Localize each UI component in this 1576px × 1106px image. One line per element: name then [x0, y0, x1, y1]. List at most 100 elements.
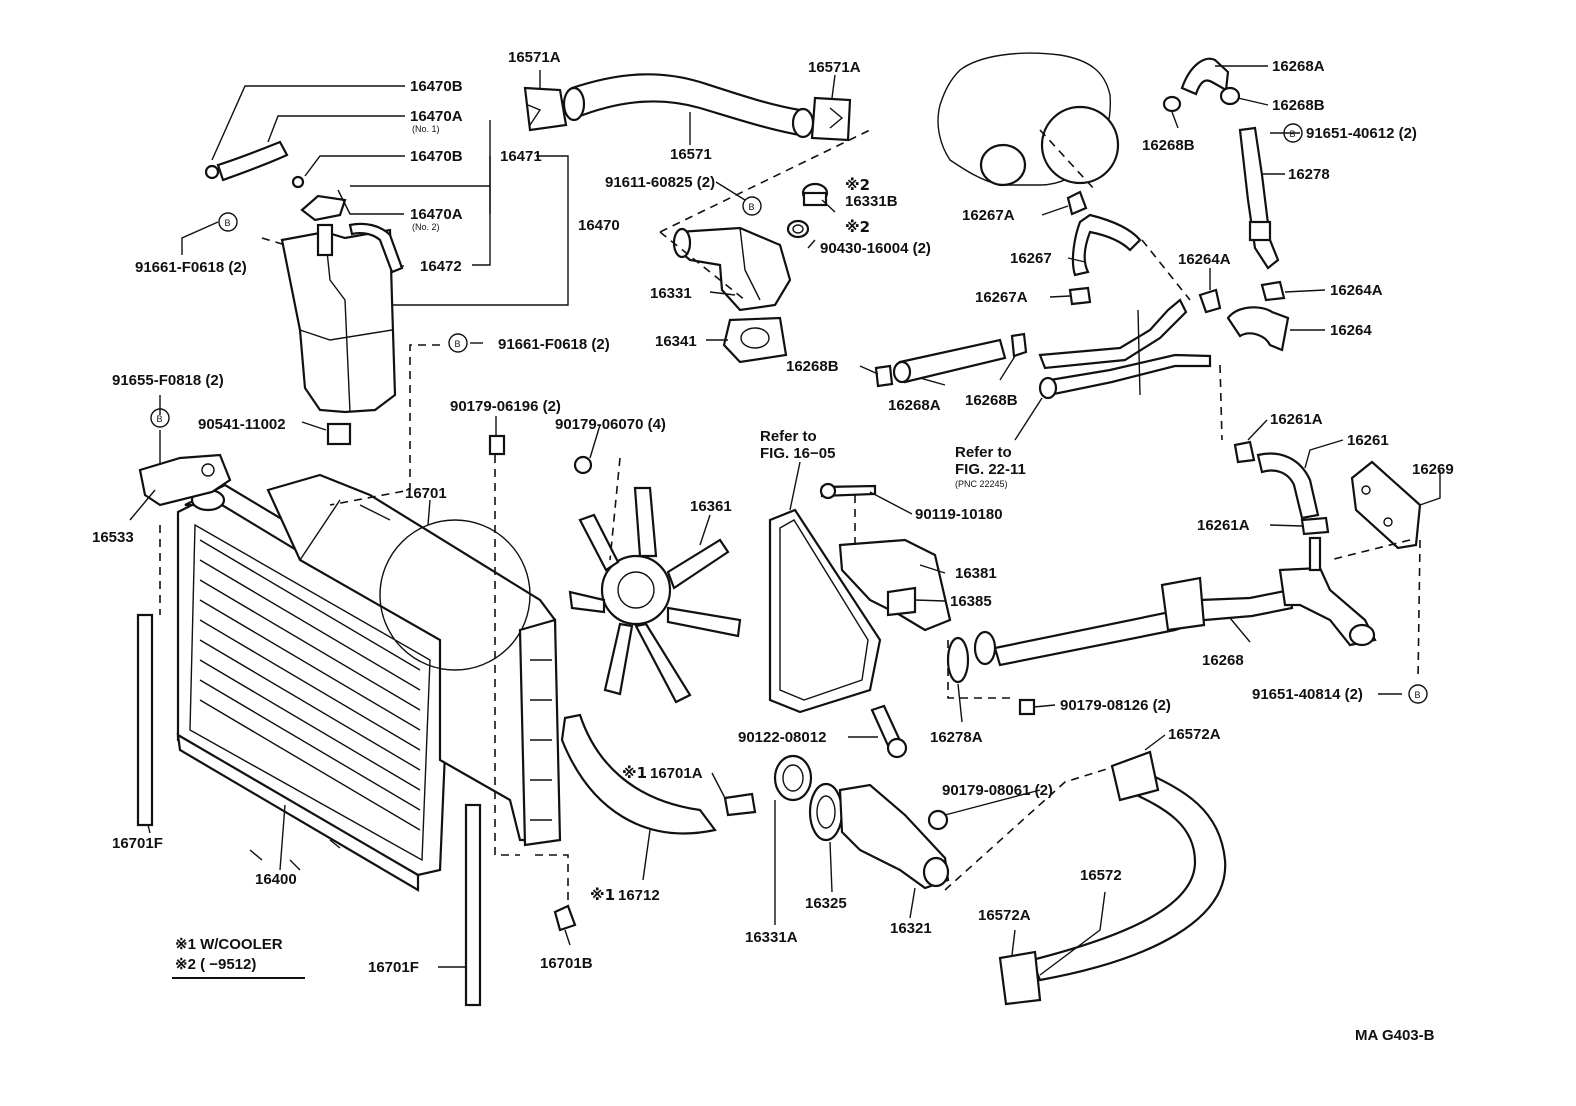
water-outlet-16331: [672, 226, 792, 364]
label-90122: 90122-08012: [738, 729, 826, 746]
seal-16701F-bottom: [464, 803, 482, 1007]
label-16325: 16325: [805, 895, 847, 912]
b-mark: B: [749, 202, 755, 212]
engine-block-outline: [937, 52, 1120, 187]
refer-pnc: (PNC 22245): [955, 479, 1008, 489]
cap-16331B: [801, 182, 829, 207]
bracket-16381: [838, 538, 952, 632]
label-16264: 16264: [1330, 322, 1372, 339]
b-mark: B: [1290, 129, 1296, 139]
water-inlet-16321: [838, 783, 950, 890]
label-16267A: 16267A: [975, 289, 1028, 306]
lower-hose-16572: [998, 750, 1227, 1006]
label-16268B: 16268B: [1272, 97, 1325, 114]
label-16571: 16571: [670, 146, 712, 163]
nut-90179-08061: [927, 809, 949, 831]
cooling-fan-16361: [568, 486, 742, 704]
label-16331A: 16331A: [745, 929, 798, 946]
label-16261A: 16261A: [1197, 517, 1250, 534]
b-mark: B: [1415, 690, 1421, 700]
label-90430: 90430-16004 (2): [820, 240, 931, 257]
refer-fig-16-05: Refer to: [760, 428, 817, 445]
label-16381: 16381: [955, 565, 997, 582]
label-91655: 91655-F0818 (2): [112, 372, 224, 389]
refer-fig-16-05: FIG. 16−05: [760, 445, 835, 462]
label-16264A: 16264A: [1330, 282, 1383, 299]
label-16470B: 16470B: [410, 78, 463, 95]
gasket-16325: [808, 782, 844, 842]
label-91651-40814: 91651-40814 (2): [1252, 686, 1363, 703]
label-16269: 16269: [1412, 461, 1454, 478]
hose-16268A-top: [1162, 57, 1241, 113]
b-mark: B: [157, 414, 163, 424]
label-16400: 16400: [255, 871, 297, 888]
label-16268: 16268: [1202, 652, 1244, 669]
hose-16268A-mid: [874, 332, 1028, 388]
clip-90179-08126: [1018, 698, 1036, 716]
label-90179-06070: 90179-06070 (4): [555, 416, 666, 433]
bypass-pipe-assembly: [1038, 298, 1212, 400]
label-16268A: 16268A: [888, 397, 941, 414]
legend-cooler: ※1 W/COOLER: [175, 936, 283, 953]
label-16278A: 16278A: [930, 729, 983, 746]
gasket-90430: [786, 219, 810, 239]
bracket-90541: [326, 422, 352, 446]
label-90179-06196: 90179-06196 (2): [450, 398, 561, 415]
clip-16701B: [553, 904, 577, 932]
label-91651-40612: 91651-40612 (2): [1306, 125, 1417, 142]
label-16701A: 16701A: [650, 765, 703, 782]
label-16470A-sub: (No. 1): [412, 124, 440, 134]
bolt-90122: [870, 704, 908, 759]
bracket-16533: [138, 453, 232, 507]
hose-16267: [1066, 190, 1142, 306]
clip-16701A: [723, 792, 757, 817]
mark-2: ※2: [845, 218, 870, 236]
label-16267: 16267: [1010, 250, 1052, 267]
label-16533: 16533: [92, 529, 134, 546]
hose-16261: [1233, 440, 1330, 536]
label-16278: 16278: [1288, 166, 1330, 183]
part-labels: 16470B 16470A (No. 1) 16470B 16471 16470…: [92, 49, 1454, 976]
b-mark: B: [455, 339, 461, 349]
thermostat-16331A: [773, 754, 813, 802]
clip-90179-06196: [488, 434, 506, 456]
label-16701B: 16701B: [540, 955, 593, 972]
fan-shroud-16701: [266, 473, 562, 847]
legend-date: ※2 ( −9512): [175, 956, 256, 973]
label-91661: 91661-F0618 (2): [498, 336, 610, 353]
refer-fig-22-11: Refer to: [955, 444, 1012, 461]
label-16261: 16261: [1347, 432, 1389, 449]
label-16472: 16472: [420, 258, 462, 275]
label-16470A: 16470A: [410, 206, 463, 223]
label-16572A: 16572A: [978, 907, 1031, 924]
hose-16264: [1198, 280, 1290, 352]
nut-90179-06070: [573, 455, 593, 475]
refer-fig-22-11: FIG. 22-11: [955, 461, 1026, 478]
figure-code: MA G403-B: [1355, 1027, 1435, 1044]
label-16470: 16470: [578, 217, 620, 234]
ref-mark-b: [150, 123, 1428, 704]
label-16712: 16712: [618, 887, 660, 904]
label-90119: 90119-10180: [915, 506, 1003, 523]
label-91661: 91661-F0618 (2): [135, 259, 247, 276]
label-16268A: 16268A: [1272, 58, 1325, 75]
bolt-90119: [819, 482, 877, 500]
bracket-16278: [1238, 126, 1280, 270]
label-91611: 91611-60825 (2): [605, 174, 715, 191]
label-16571A: 16571A: [508, 49, 561, 66]
shroud-lower-16712: [560, 713, 717, 835]
water-pipe-16268: [973, 536, 1377, 667]
legend: ※1 W/COOLER ※2 ( −9512): [172, 936, 305, 979]
label-90179-08061: 90179-08061 (2): [942, 782, 1053, 799]
gasket-16278A: [946, 636, 970, 684]
assembly-dashed-lines: [159, 129, 1421, 905]
label-16571A: 16571A: [808, 59, 861, 76]
label-16471: 16471: [500, 148, 542, 165]
label-16701F: 16701F: [368, 959, 419, 976]
ref-mark-b-letters: B B B B B B: [157, 129, 1421, 700]
v-belt: [768, 508, 882, 714]
label-16268B: 16268B: [786, 358, 839, 375]
label-16361: 16361: [690, 498, 732, 515]
label-16341: 16341: [655, 333, 697, 350]
